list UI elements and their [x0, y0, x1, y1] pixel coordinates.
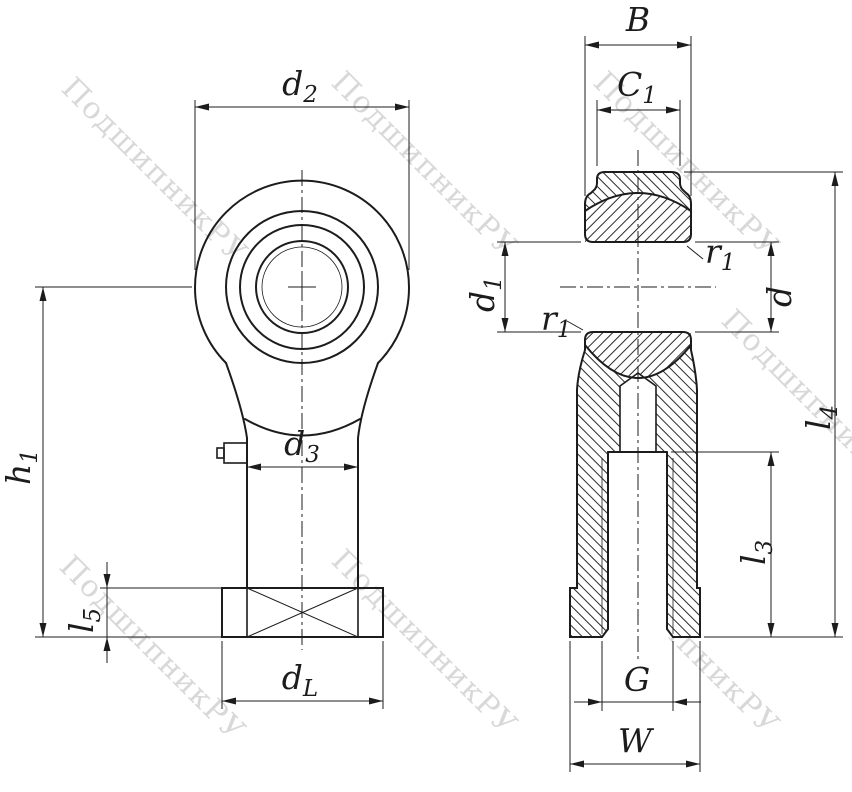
- ball-circle: [239, 224, 365, 350]
- neck-arc: [244, 418, 361, 437]
- dim-dL: dL: [221, 641, 384, 709]
- dim-label-d: d: [760, 286, 799, 307]
- body-right-outline: [672, 331, 701, 638]
- housing-bore-circle: [225, 210, 379, 364]
- dim-label-W: W: [618, 721, 655, 760]
- center-mark: [288, 273, 316, 301]
- dim-l3: l3: [671, 451, 779, 637]
- dim-label-C1: C1: [617, 65, 657, 109]
- wrench-flats-cross: [246, 587, 359, 638]
- dim-B: B: [584, 0, 692, 196]
- dim-label-dL: dL: [282, 658, 318, 702]
- dim-d: d: [695, 241, 799, 333]
- watermark: ПодшипникРУ: [54, 71, 254, 271]
- thread-hole: [602, 452, 673, 637]
- dim-label-r1-left: r1: [541, 299, 571, 343]
- dim-d3: d3: [247, 424, 358, 471]
- bore-circle: [255, 240, 349, 334]
- dim-d1: d1: [463, 241, 581, 333]
- watermark: ПодшипникРУ: [324, 65, 524, 265]
- body-left-outline: [569, 331, 603, 638]
- watermark-layer: ПодшипникРУ ПодшипникРУ ПодшипникРУ Подш…: [52, 65, 852, 749]
- wrench-block-edges: [246, 588, 359, 637]
- lube-slot: [620, 373, 656, 452]
- dim-label-r1-right: r1: [705, 232, 735, 276]
- sphere-top-interface-arc: [584, 192, 692, 212]
- dim-label-G: G: [624, 660, 650, 699]
- left-taper-shank: [225, 362, 248, 589]
- thread-minor-lines: [607, 451, 668, 630]
- watermark: ПодшипникРУ: [324, 543, 524, 743]
- grease-nipple-tip: [216, 447, 225, 459]
- dim-label-d3: d3: [284, 424, 320, 468]
- thread-entry-chamfers: [601, 628, 674, 638]
- dim-G: G: [574, 641, 701, 711]
- grease-nipple: [223, 442, 248, 464]
- wrench-block: [221, 587, 384, 638]
- dim-l5: l5: [62, 562, 221, 663]
- dim-d2: d2: [194, 64, 410, 270]
- dim-label-l3: l3: [734, 540, 778, 565]
- rod-end-side-view: B C1 d1 d r1 r1 l4: [463, 0, 843, 772]
- right-taper-shank: [357, 362, 379, 589]
- dim-C1: C1: [596, 65, 681, 166]
- dim-label-d2: d2: [282, 64, 318, 108]
- radius-labels: r1 r1: [541, 232, 735, 343]
- dim-label-h1: h1: [0, 449, 43, 485]
- dim-l4: l4: [684, 171, 843, 638]
- dim-h1: h1: [0, 286, 222, 638]
- dim-label-l4: l4: [799, 405, 843, 430]
- rod-end-front-view: d2 d3 dL h1 l5: [0, 64, 410, 709]
- dim-label-d1: d1: [463, 276, 507, 312]
- thread-major-lines: [601, 458, 674, 634]
- bore-chamfer-circle: [261, 246, 343, 328]
- dim-label-B: B: [625, 0, 650, 39]
- dim-W: W: [569, 641, 701, 772]
- head-outline: [194, 179, 410, 364]
- dim-label-l5: l5: [62, 608, 106, 633]
- watermark: ПодшипникРУ: [714, 303, 852, 503]
